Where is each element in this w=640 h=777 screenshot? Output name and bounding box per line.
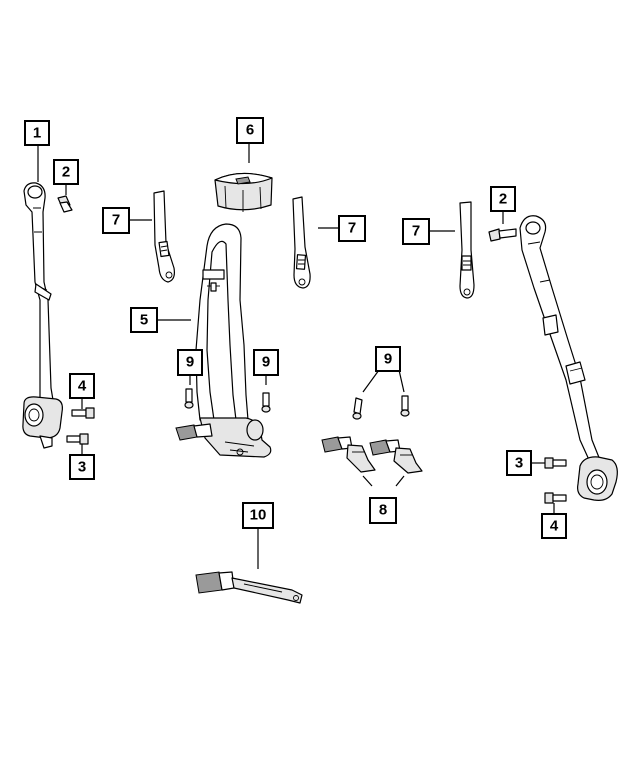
right-retractor-belt-assembly	[519, 215, 618, 501]
svg-text:1: 1	[33, 125, 41, 142]
bolt-right-3	[544, 457, 567, 469]
svg-text:9: 9	[262, 354, 270, 371]
leader-lines	[37, 143, 555, 569]
trim-cover	[214, 172, 273, 212]
callout-9-middle: 9	[253, 349, 279, 376]
callout-6: 6	[236, 117, 264, 144]
svg-text:4: 4	[550, 518, 559, 535]
buckle-left	[321, 436, 376, 473]
callout-9-right: 9	[375, 346, 401, 372]
strap-tab-middle	[292, 196, 311, 289]
callout-5: 5	[130, 307, 158, 333]
svg-text:6: 6	[246, 122, 254, 139]
svg-text:8: 8	[379, 502, 387, 519]
callout-3-left: 3	[69, 454, 95, 480]
bolt-left-4	[71, 407, 95, 419]
callout-7-left: 7	[102, 207, 130, 234]
svg-text:4: 4	[78, 378, 87, 395]
center-belt-assembly	[175, 223, 272, 458]
callout-10: 10	[242, 502, 274, 529]
svg-text:9: 9	[186, 354, 194, 371]
bolt-left-3	[66, 433, 89, 445]
pin-2	[261, 392, 271, 413]
svg-text:7: 7	[112, 212, 120, 229]
callout-2-right: 2	[490, 186, 516, 212]
svg-text:7: 7	[412, 223, 420, 240]
svg-text:2: 2	[499, 191, 507, 208]
pin-4	[400, 395, 410, 417]
pin-1	[184, 388, 194, 409]
callout-3-right: 3	[506, 450, 532, 476]
callout-7-middle: 7	[338, 215, 366, 242]
bolt-right-4	[544, 492, 567, 504]
bolt-left-upper	[57, 195, 73, 213]
callout-9-left: 9	[177, 349, 203, 376]
callout-8: 8	[369, 497, 397, 524]
callout-7-right: 7	[402, 218, 430, 245]
svg-text:2: 2	[62, 164, 70, 181]
pin-3	[352, 397, 363, 420]
callout-2-left: 2	[53, 159, 79, 185]
svg-text:5: 5	[140, 312, 148, 329]
svg-text:7: 7	[348, 220, 356, 237]
svg-text:3: 3	[515, 455, 523, 472]
callout-4-left: 4	[69, 373, 95, 399]
callout-1: 1	[24, 120, 50, 146]
strap-tab-left	[153, 190, 175, 283]
left-retractor-belt-assembly	[22, 182, 63, 449]
buckle-strap	[195, 571, 303, 604]
svg-text:9: 9	[384, 351, 392, 368]
bolt-right-upper	[488, 228, 517, 242]
svg-text:10: 10	[250, 507, 267, 524]
callout-4-right: 4	[541, 513, 567, 539]
buckle-right	[369, 439, 423, 474]
strap-tab-right	[459, 201, 475, 299]
svg-text:3: 3	[78, 459, 86, 476]
